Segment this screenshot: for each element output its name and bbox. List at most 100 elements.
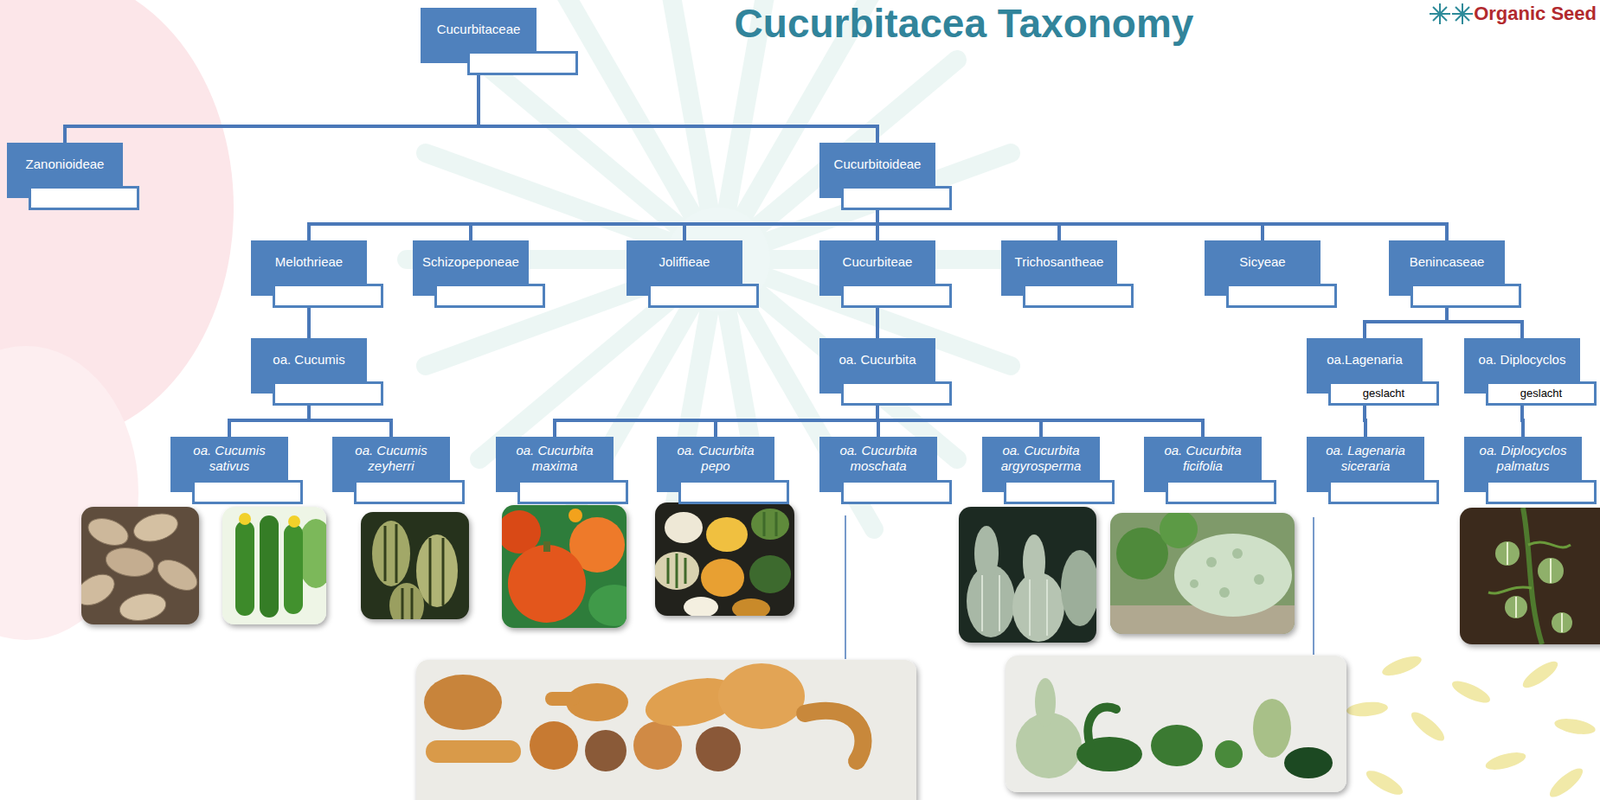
seed-decor [1407,707,1448,746]
taxon-box: oa. Cucurbita pepo [656,436,775,493]
box-label-area: oa. Cucurbita maxima [495,436,614,481]
cucumber-shape [259,515,279,618]
sub-box [192,480,303,505]
box-label-area: Trichosantheae [1001,240,1118,284]
box-label-area: oa. Cucurbita pepo [656,436,775,481]
taxon-box: oa.Lagenariageslacht [1306,338,1423,394]
squash-shape [1060,550,1097,627]
squash-shape [424,674,502,731]
taxon-name: oa. Lagenaria siceraria [1311,443,1420,475]
sub-box [841,381,952,406]
sub-box [353,480,465,505]
taxon-name: Trichosantheae [1015,254,1105,270]
box-label-area: Benincaseae [1388,240,1505,284]
taxon-box: oa. Lagenaria siceraria [1306,436,1425,493]
taxon-name: oa. Cucurbita pepo [661,443,770,475]
fruit-stripes [385,524,444,620]
photo-clip [1459,507,1600,645]
gourd-shape [1253,699,1292,759]
sub-box [648,283,759,309]
fruit-shape [81,568,120,612]
taxon-name: oa. Diplocyclos [1478,352,1567,368]
photo-ground [1110,513,1295,635]
sub-box [1485,480,1597,505]
taxon-box: Schizopeponeae [412,240,529,296]
leaf-shape [1159,513,1198,549]
tree-connector [64,63,479,143]
pepo-photo [654,502,795,620]
sub-box [841,283,952,309]
sub-box [272,381,384,406]
taxon-name: Joliffieae [659,254,711,270]
squash-shape [974,526,999,582]
taxon-name: oa. Cucurbita [838,352,916,368]
taxon-box: oa. Cucurbita ficifolia [1143,436,1262,493]
taxon-box: oa. Cucurbita moschata [819,436,938,493]
argyrosperma-photo [958,507,1099,643]
tree-connector [470,198,878,241]
gourd-shape [1214,740,1243,769]
taxon-box: oa. Cucurbita [819,338,936,394]
squash-shape [545,692,580,707]
pumpkin-shape [507,545,586,624]
sub-box [467,51,579,76]
squash-neck [804,711,864,762]
flower-shape [288,515,301,528]
logo-stars [1429,3,1473,25]
taxon-box: oa. Diplocyclosgeslacht [1464,338,1581,394]
box-label-area: Schizopeponeae [412,240,529,284]
sub-box [272,283,384,309]
seed-decor [1484,749,1529,774]
squash-shape [584,730,627,772]
squash-shape [529,721,579,771]
sub-box: geslacht [1328,381,1440,406]
taxon-box: Trichosantheae [1001,240,1118,296]
gourd-shape [751,508,790,540]
box-label-area: Zanonioideae [6,142,123,187]
taxon-name: Melothrieae [275,254,343,270]
palmatus-photo [1459,507,1600,645]
melon-spot [1232,548,1243,560]
photo-clip [416,660,917,800]
gourd-shape [1034,678,1056,727]
taxon-name: Cucurbiteae [842,254,913,270]
photo-ground [416,660,917,800]
leader-line [1312,517,1315,656]
cucumber-shape [283,524,303,615]
taxon-name: oa. Cucurbita maxima [501,443,609,475]
squash-stripes [982,575,1048,637]
leaf-shape [588,584,627,627]
sub-box [1022,283,1134,309]
seed-decor [1362,766,1407,800]
taxon-box: oa. Cucurbita argyrosperma [982,436,1100,493]
tree-connector [308,198,878,241]
box-label-area: oa. Cucurbita moschata [819,436,938,481]
gourd-shape [749,555,791,594]
taxon-box: Zanonioideae [6,142,123,199]
gourd-stripes [668,512,777,589]
sub-box [841,480,952,505]
taxon-name: oa. Cucurbita moschata [824,443,932,475]
taxon-name: oa. Diplocyclos palmatus [1469,443,1577,475]
sunburst-watermark [406,0,1030,567]
gourd-shape [1284,747,1333,779]
logo-star [1452,3,1473,25]
taxon-box: oa. Cucumis zeyherri [332,436,450,493]
taxon-name: oa. Cucumis sativus [175,443,283,475]
logo-text: Organic Seed [1473,1,1597,26]
seed-decor [1519,657,1562,694]
box-label-area: oa. Diplocyclos palmatus [1464,436,1582,481]
photo-clip [501,505,627,629]
moschata-photo [416,660,917,800]
seed-decor [1380,652,1425,680]
box-label-area: Sicyeae [1204,240,1321,284]
taxon-name: oa.Lagenaria [1326,352,1403,368]
flower-shape [238,513,251,526]
photo-clip [81,507,200,625]
squash-shape [425,740,521,764]
sub-box [1165,480,1277,505]
photo-clip [360,512,470,620]
fruit-stripes [1507,542,1562,633]
maxima-photo [497,505,641,629]
sub-box [517,480,629,505]
